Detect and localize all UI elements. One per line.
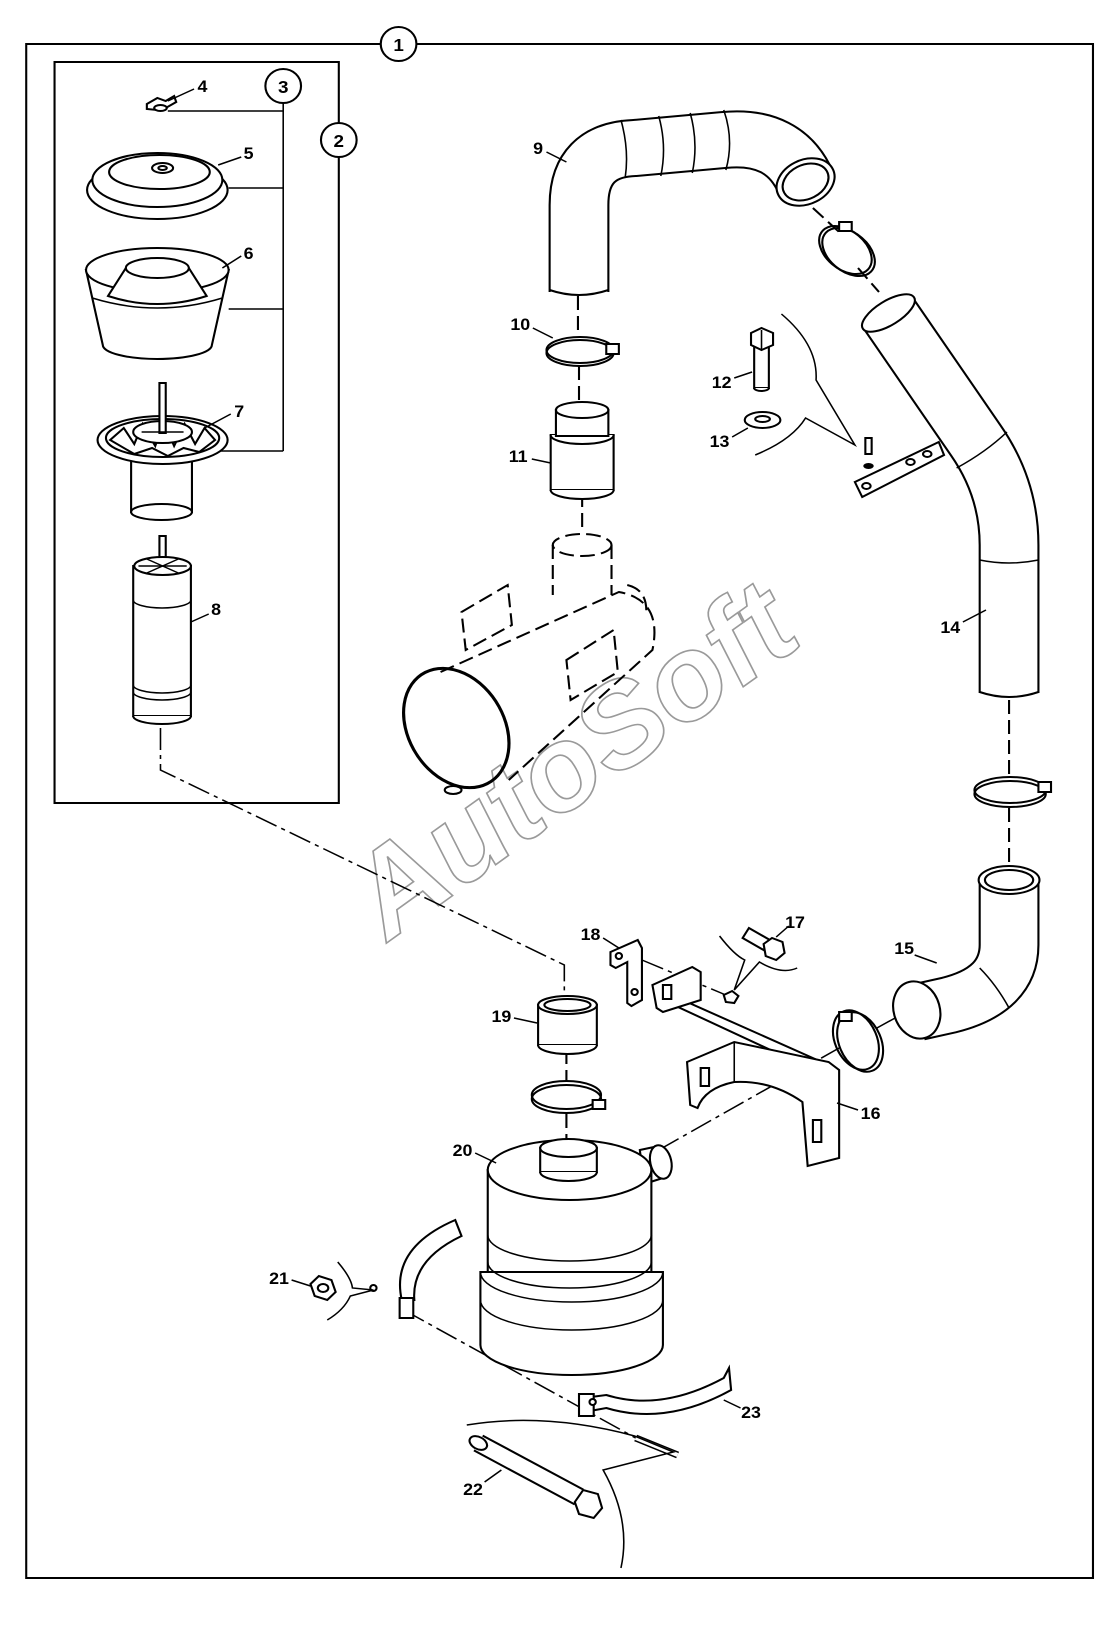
- part-6-precleaner: [84, 247, 230, 360]
- callout-8: 8: [211, 599, 221, 619]
- callout-1: 1: [393, 34, 404, 54]
- group-3-bracket: [167, 103, 284, 452]
- callout-15: 15: [894, 938, 914, 958]
- callout-17: 17: [785, 912, 805, 932]
- bracket-fastener: [863, 437, 874, 469]
- hose-clamp-15-20: [831, 1009, 885, 1073]
- part-22-pin: [468, 1434, 604, 1520]
- hose-clamp-19-20: [530, 1080, 607, 1114]
- callout-12: 12: [712, 372, 732, 392]
- callout-6: 6: [244, 243, 254, 263]
- dashed-connections: [403, 207, 1011, 1439]
- part-15-elbow: [892, 865, 1041, 1041]
- part-5-cover: [86, 152, 229, 220]
- part-12-bolt: [749, 326, 775, 392]
- inner-frame: [53, 61, 340, 804]
- phantom-air-cleaner-housing: [402, 533, 656, 795]
- callout-10: 10: [510, 314, 530, 334]
- callout-23: 23: [741, 1402, 761, 1422]
- hose-clamp-14-15: [973, 776, 1053, 808]
- part-13-washer: [743, 411, 782, 429]
- callout-19: 19: [491, 1006, 511, 1026]
- part-16-support: [651, 965, 841, 1168]
- callout-outline-22: [466, 1419, 676, 1569]
- part-18-plate: [609, 938, 643, 1008]
- callout-18: 18: [581, 924, 601, 944]
- callout-11: 11: [509, 446, 528, 466]
- part-17-bolt: [722, 926, 786, 1005]
- part-20-housing: [479, 1138, 673, 1376]
- callout-circle-3: 3: [264, 68, 303, 104]
- callout-13: 13: [710, 431, 730, 451]
- callout-16: 16: [861, 1103, 881, 1123]
- part-14-pipe: [853, 293, 1040, 698]
- part-7-filter-element: [96, 382, 229, 521]
- callout-2: 2: [334, 130, 345, 150]
- callout-5: 5: [244, 143, 254, 163]
- callout-22: 22: [463, 1479, 483, 1499]
- callout-9: 9: [533, 138, 543, 158]
- callout-14: 14: [940, 617, 960, 637]
- part-19-coupling: [537, 995, 598, 1055]
- callout-7: 7: [234, 401, 244, 421]
- callout-circle-2: 2: [319, 122, 358, 158]
- callout-21: 21: [269, 1268, 289, 1288]
- callout-3: 3: [278, 76, 289, 96]
- callout-arc-21: [326, 1261, 374, 1321]
- callout-arc-17: [718, 935, 798, 991]
- hose-clamp-9-14: [818, 221, 876, 277]
- part-4-wing-nut: [145, 94, 178, 112]
- strap-upper: [398, 1218, 463, 1319]
- part-10-hose-clamp: [545, 336, 620, 367]
- callout-4: 4: [197, 76, 207, 96]
- assembly-line-8-19: [159, 728, 566, 996]
- watermark: AutoSoft: [319, 554, 826, 963]
- leader-lines: [167, 88, 987, 1483]
- outer-frame: [25, 43, 1095, 1579]
- part-11-coupling: [549, 401, 615, 500]
- part-8-safety-element: [132, 535, 192, 725]
- callout-20: 20: [453, 1140, 473, 1160]
- part-23-strap: [577, 1364, 733, 1459]
- callout-arc-12-13: [754, 313, 857, 456]
- callout-circle-1: 1: [379, 26, 418, 62]
- part-9-elbow-pipe: [548, 109, 836, 296]
- part-21-nut: [309, 1274, 378, 1302]
